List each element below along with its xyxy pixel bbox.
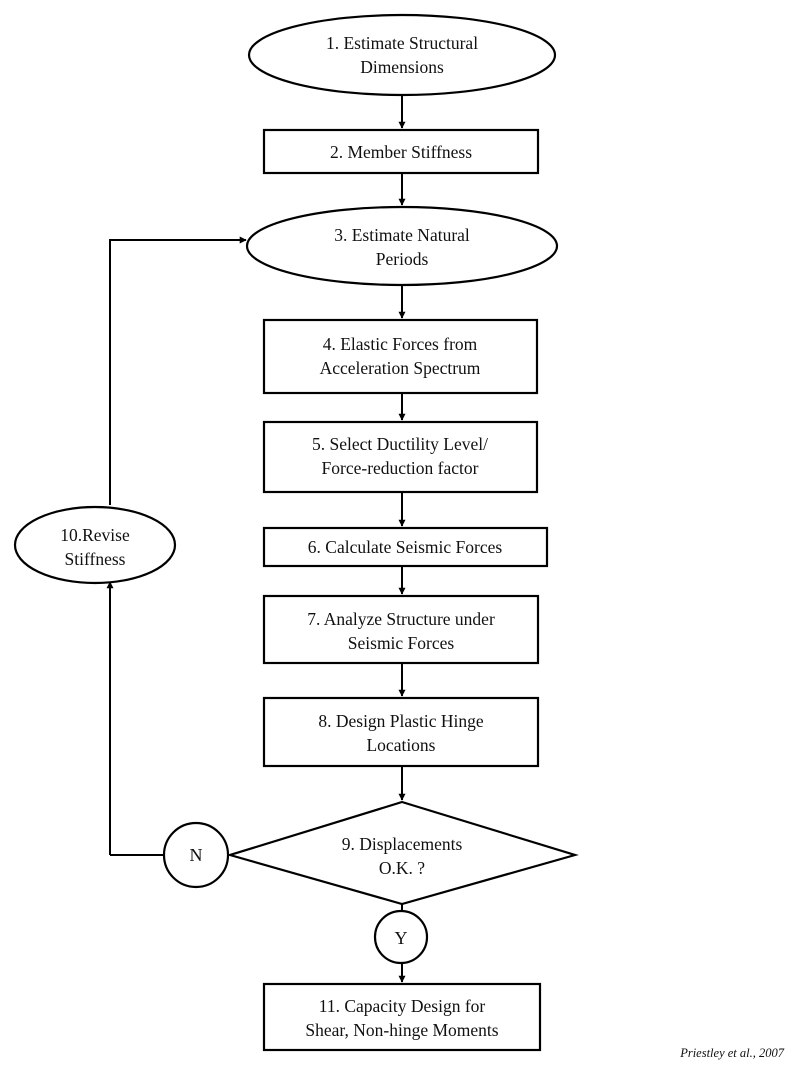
node-7-line-2: Seismic Forces xyxy=(348,633,455,653)
node-4-line-1: 4. Elastic Forces from xyxy=(323,334,478,354)
node-1-estimate-structural-dimensions: 1. Estimate Structural Dimensions xyxy=(247,13,557,97)
node-2-line-1: 2. Member Stiffness xyxy=(330,142,472,162)
node-9-displacements-decision: 9. Displacements O.K. ? xyxy=(226,800,579,906)
node-1-line-1: 1. Estimate Structural xyxy=(326,33,478,53)
node-3-line-2: Periods xyxy=(376,249,429,269)
branch-no-label: N xyxy=(190,845,203,865)
branch-no-circle: N xyxy=(162,821,230,889)
node-6-calculate-seismic-forces: 6. Calculate Seismic Forces xyxy=(262,526,549,568)
node-4-line-2: Acceleration Spectrum xyxy=(320,358,481,378)
node-10-revise-stiffness: 10.Revise Stiffness xyxy=(13,505,177,585)
branch-yes-label: Y xyxy=(395,928,408,948)
node-5-line-2: Force-reduction factor xyxy=(322,458,479,478)
node-1-line-2: Dimensions xyxy=(360,57,444,77)
node-7-line-1: 7. Analyze Structure under xyxy=(307,609,495,629)
branch-yes-circle: Y xyxy=(373,909,429,965)
node-9-line-1: 9. Displacements xyxy=(342,834,463,854)
node-11-line-2: Shear, Non-hinge Moments xyxy=(305,1020,498,1040)
node-3-line-1: 3. Estimate Natural xyxy=(334,225,470,245)
node-8-design-plastic-hinge-locations: 8. Design Plastic Hinge Locations xyxy=(262,696,540,768)
node-8-line-1: 8. Design Plastic Hinge xyxy=(318,711,483,731)
node-8-line-2: Locations xyxy=(366,735,435,755)
node-7-analyze-structure: 7. Analyze Structure under Seismic Force… xyxy=(262,594,540,665)
node-3-estimate-natural-periods: 3. Estimate Natural Periods xyxy=(245,205,559,287)
node-4-elastic-forces: 4. Elastic Forces from Acceleration Spec… xyxy=(262,318,539,395)
node-6-line-1: 6. Calculate Seismic Forces xyxy=(308,537,503,557)
node-9-line-2: O.K. ? xyxy=(379,858,425,878)
node-5-select-ductility-level: 5. Select Ductility Level/ Force-reducti… xyxy=(262,420,539,494)
node-2-member-stiffness: 2. Member Stiffness xyxy=(262,128,540,175)
node-5-line-1: 5. Select Ductility Level/ xyxy=(312,434,488,454)
node-10-line-1: 10.Revise xyxy=(60,525,130,545)
node-11-capacity-design: 11. Capacity Design for Shear, Non-hinge… xyxy=(262,982,542,1052)
node-10-line-2: Stiffness xyxy=(65,549,126,569)
connectors xyxy=(106,95,406,983)
node-11-line-1: 11. Capacity Design for xyxy=(319,996,486,1016)
citation: Priestley et al., 2007 xyxy=(680,1046,784,1060)
edge-n10-n3 xyxy=(109,236,247,505)
